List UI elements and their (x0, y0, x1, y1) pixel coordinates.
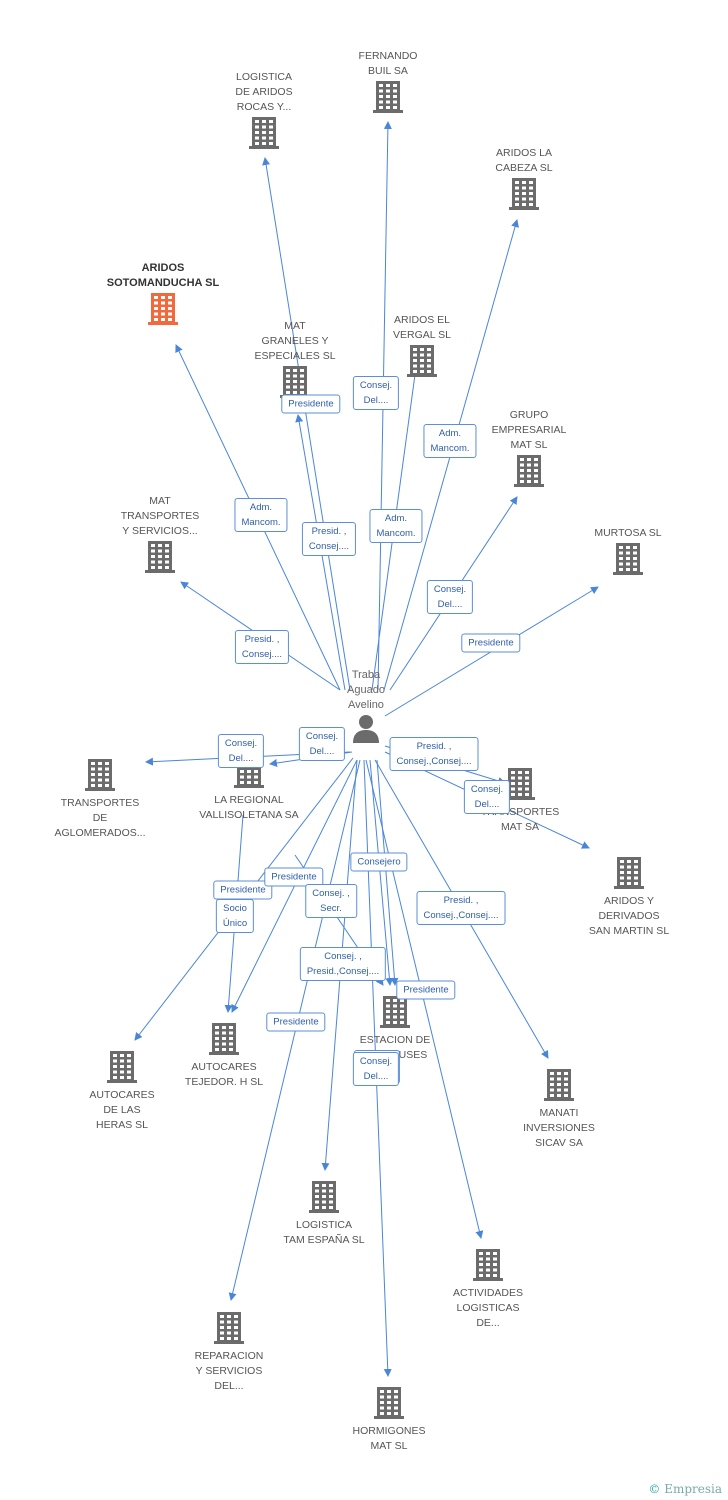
company-label: MURTOSA SL (594, 527, 662, 539)
company-label: AUTOCARES TEJEDOR. H SL (184, 1061, 264, 1088)
relation-label[interactable]: Consej. Del.... (352, 376, 400, 410)
relation-label[interactable]: Consej. , Presid.,Consej.... (299, 947, 387, 981)
company-node-sotomanducha[interactable]: ARIDOS SOTOMANDUCHA SL (98, 261, 228, 330)
relation-label[interactable]: Adm. Mancom. (234, 498, 288, 532)
relation-label[interactable]: Consej. Del.... (352, 1052, 400, 1086)
building-icon (280, 366, 310, 398)
building-icon (148, 293, 178, 325)
company-node-mat-graneles[interactable]: MAT GRANELES Y ESPECIALES SL (230, 319, 360, 403)
company-label: HORMIGONES MAT SL (352, 1425, 426, 1452)
edge-estacion (369, 759, 394, 986)
company-node-mat-transportes[interactable]: MAT TRANSPORTES Y SERVICIOS... (95, 494, 225, 578)
empresia-brand[interactable]: © Empresia (648, 1482, 722, 1496)
company-node-transportes-aglomerados[interactable]: TRANSPORTES DE AGLOMERADOS... (35, 757, 165, 841)
company-label: LA REGIONAL VALLISOLETANA SA (199, 794, 299, 821)
company-node-aridos-vergal[interactable]: ARIDOS EL VERGAL SL (357, 313, 487, 382)
relation-label[interactable]: Presid. , Consej.... (234, 630, 290, 664)
building-icon (614, 857, 644, 889)
building-icon (380, 996, 410, 1028)
company-label: ARIDOS EL VERGAL SL (393, 314, 451, 341)
company-node-autocares-tejedor[interactable]: AUTOCARES TEJEDOR. H SL (159, 1021, 289, 1090)
building-icon (309, 1181, 339, 1213)
company-label: ACTIVIDADES LOGISTICAS DE... (452, 1287, 523, 1329)
person-icon (353, 715, 379, 743)
relation-label[interactable]: Consej. Del.... (426, 580, 474, 614)
building-icon (509, 178, 539, 210)
relation-label[interactable]: Consej. Del.... (217, 734, 265, 768)
edge-estacion (376, 759, 399, 986)
company-label: TRANSPORTES DE AGLOMERADOS... (54, 797, 146, 839)
building-icon (613, 543, 643, 575)
company-node-logistica-tam[interactable]: LOGISTICA TAM ESPAÑA SL (259, 1179, 389, 1248)
building-icon (374, 1387, 404, 1419)
company-node-logistica-aridos[interactable]: LOGISTICA DE ARIDOS ROCAS Y... (199, 70, 329, 154)
company-node-autocares-heras[interactable]: AUTOCARES DE LAS HERAS SL (57, 1049, 187, 1133)
building-icon (473, 1249, 503, 1281)
building-icon (209, 1023, 239, 1055)
company-node-fernando[interactable]: FERNANDO BUIL SA (323, 49, 453, 118)
building-icon (505, 768, 535, 800)
relation-label[interactable]: Presidente (264, 867, 324, 887)
company-label: LOGISTICA TAM ESPAÑA SL (283, 1219, 365, 1246)
company-node-aridos-cabeza[interactable]: ARIDOS LA CABEZA SL (459, 146, 589, 215)
building-icon (214, 1312, 244, 1344)
relation-label[interactable]: Presidente (396, 980, 456, 1000)
company-label: LOGISTICA DE ARIDOS ROCAS Y... (235, 71, 293, 113)
company-label: ARIDOS SOTOMANDUCHA SL (106, 262, 220, 289)
company-label: FERNANDO BUIL SA (358, 50, 418, 77)
copyright-symbol: © (648, 1482, 661, 1496)
company-node-estacion[interactable]: ESTACION DE AUTOBUSES (330, 994, 460, 1063)
company-label: MANATI INVERSIONES SICAV SA (523, 1107, 595, 1149)
company-node-murtosa[interactable]: MURTOSA SL (563, 526, 693, 580)
company-label: ARIDOS Y DERIVADOS SAN MARTIN SL (588, 895, 670, 937)
building-icon (544, 1069, 574, 1101)
company-node-actividades[interactable]: ACTIVIDADES LOGISTICAS DE... (423, 1247, 553, 1331)
building-icon (373, 81, 403, 113)
company-node-aridos-derivados[interactable]: ARIDOS Y DERIVADOS SAN MARTIN SL (564, 855, 694, 939)
relation-label[interactable]: Presid. , Consej.,Consej.... (416, 891, 506, 925)
company-node-manati[interactable]: MANATI INVERSIONES SICAV SA (494, 1067, 624, 1151)
relation-label[interactable]: Consej. Del.... (463, 780, 511, 814)
company-node-reparacion[interactable]: REPARACION Y SERVICIOS DEL... (164, 1310, 294, 1394)
relation-label[interactable]: Presid. , Consej.... (301, 522, 357, 556)
company-label: GRUPO EMPRESARIAL MAT SL (491, 409, 567, 451)
center-person[interactable]: Traba Aguado Avelino (316, 668, 416, 748)
relation-label[interactable]: Presid. , Consej.,Consej.... (389, 737, 479, 771)
building-icon (249, 117, 279, 149)
company-label: REPARACION Y SERVICIOS DEL... (194, 1350, 264, 1392)
relation-label[interactable]: Adm. Mancom. (423, 424, 477, 458)
company-label: ARIDOS LA CABEZA SL (495, 147, 553, 174)
building-icon (407, 345, 437, 377)
relation-label[interactable]: Consej. , Secr. (305, 884, 357, 918)
building-icon (85, 759, 115, 791)
building-icon (514, 455, 544, 487)
center-person-name: Traba Aguado Avelino (347, 669, 385, 711)
relation-label[interactable]: Socio Único (215, 899, 255, 933)
relation-label[interactable]: Presidente (266, 1012, 326, 1032)
relation-label[interactable]: Adm. Mancom. (369, 509, 423, 543)
brand-name: Empresia (664, 1482, 722, 1496)
company-label: MAT GRANELES Y ESPECIALES SL (254, 320, 336, 362)
building-icon (107, 1051, 137, 1083)
company-node-grupo-mat[interactable]: GRUPO EMPRESARIAL MAT SL (464, 408, 594, 492)
edge-logistica-aridos (262, 157, 351, 691)
relation-label[interactable]: Consejero (350, 852, 408, 872)
company-node-hormigones[interactable]: HORMIGONES MAT SL (324, 1385, 454, 1454)
company-label: AUTOCARES DE LAS HERAS SL (89, 1089, 155, 1131)
relation-label[interactable]: Presidente (281, 394, 341, 414)
company-label: MAT TRANSPORTES Y SERVICIOS... (120, 495, 200, 537)
relation-label[interactable]: Presidente (461, 633, 521, 653)
relation-label[interactable]: Consej. Del.... (298, 727, 346, 761)
building-icon (145, 541, 175, 573)
